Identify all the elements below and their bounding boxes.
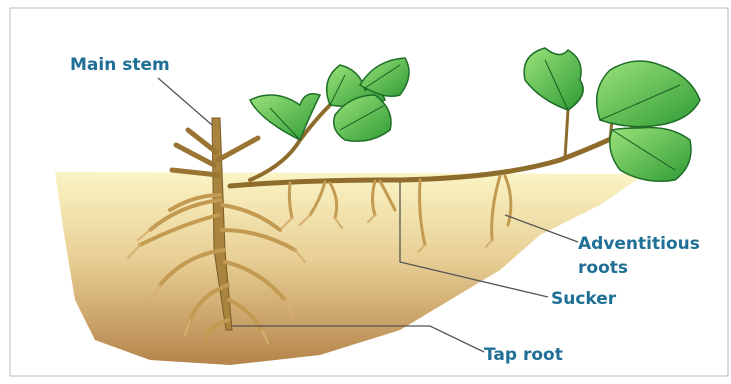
main-stem-pointer	[158, 78, 212, 125]
adventitious-roots-label-line1: Adventitious	[578, 233, 700, 255]
sucker-label: Sucker	[551, 288, 616, 310]
tap-root-label: Tap root	[484, 344, 563, 366]
soil	[55, 172, 645, 365]
main-stem-label: Main stem	[70, 54, 170, 76]
adventitious-roots-label-line2: roots	[578, 257, 628, 279]
leaf-cluster-left	[250, 58, 409, 141]
